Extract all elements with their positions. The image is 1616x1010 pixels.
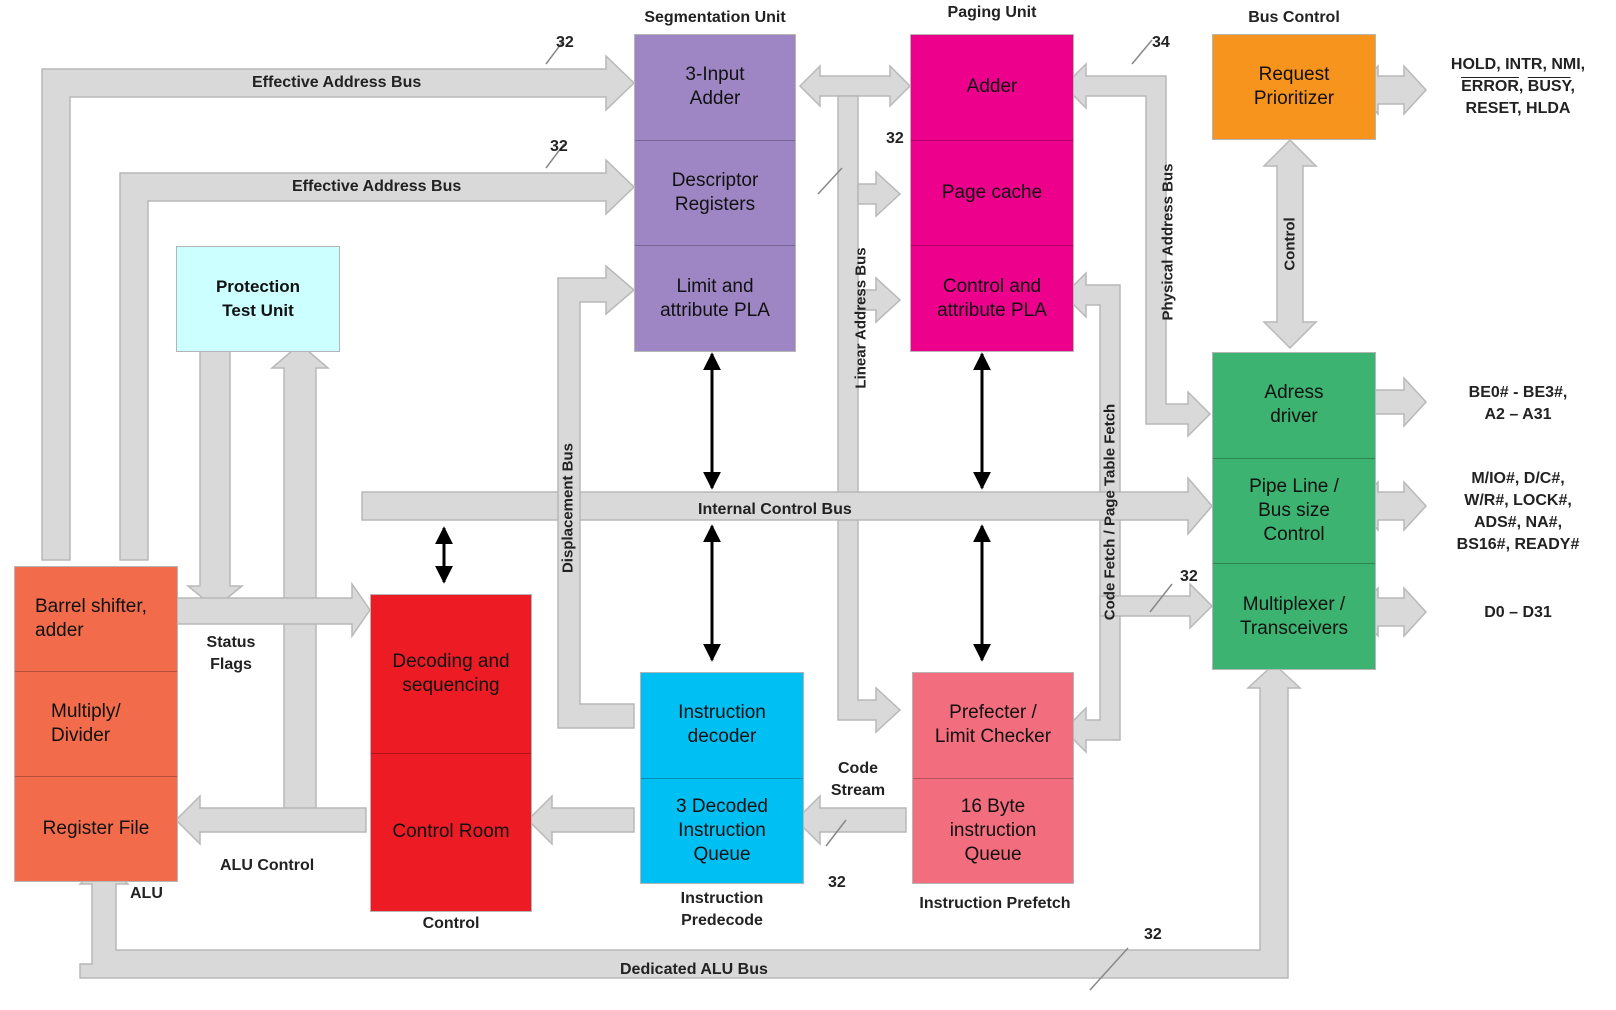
page-cache: Page cache <box>911 139 1073 246</box>
multiplexer-transceivers: Multiplexer / Transceivers <box>1213 563 1375 669</box>
segmentation-unit: 3-Input Adder Descriptor Registers Limit… <box>634 34 796 352</box>
control-signals-line3: RESET, HLDA <box>1465 100 1571 117</box>
pipeline-bus-size-control: Pipe Line / Bus size Control <box>1213 457 1375 564</box>
displacement-bus-label: Displacement Bus <box>559 442 577 574</box>
effective-address-bus-2 <box>119 158 636 561</box>
decoding-sequencing: Decoding and sequencing <box>392 650 510 696</box>
alu-title: ALU <box>130 885 163 902</box>
code-fetch-bus-label: Code Fetch / Page Table Fetch <box>1101 403 1119 621</box>
multiply-divider: Multiply/ Divider <box>15 671 177 776</box>
bus-width-label: 32 <box>828 874 846 891</box>
paging-unit: Adder Page cache Control and attribute P… <box>910 34 1074 352</box>
linear-address-bus <box>837 95 902 734</box>
address-signals: BE0# - BE3#, A2 – A31 <box>1468 384 1568 423</box>
paging-adder: Adder <box>966 76 1018 98</box>
bus-control-title: Bus Control <box>1248 9 1340 26</box>
alu-control-bus <box>269 343 331 827</box>
effective-address-bus-1 <box>41 54 636 561</box>
control-signals-separator: , <box>1518 78 1528 95</box>
instruction-predecode-unit: Instruction decoder 3 Decoded Instructio… <box>640 672 804 884</box>
status-flags-label: Status Flags <box>206 634 256 673</box>
bus-width-label: 32 <box>556 34 574 51</box>
segmentation-unit-title: Segmentation Unit <box>644 9 786 26</box>
bus-control-unit: Request Prioritizer <box>1212 34 1376 140</box>
address-driver: Adress driver <box>1264 382 1324 428</box>
bus-interface-unit: Adress driver Pipe Line / Bus size Contr… <box>1212 352 1376 670</box>
paging-unit-title: Paging Unit <box>947 4 1037 21</box>
decoded-instruction-queue: 3 Decoded Instruction Queue <box>641 777 803 884</box>
instruction-prefetch-unit: Prefecter / Limit Checker 16 Byte instru… <box>912 672 1074 884</box>
control-signals: HOLD, INTR, NMI, ERROR, BUSY, RESET, HLD… <box>1432 54 1604 120</box>
code-stream-label: Code Stream <box>830 760 886 799</box>
limit-attribute-pla: Limit and attribute PLA <box>635 245 795 351</box>
control-signals-line1: HOLD, INTR, NMI, <box>1450 56 1586 73</box>
request-prioritizer: Request Prioritizer <box>1253 64 1335 109</box>
displacement-bus <box>557 264 636 729</box>
instruction-predecode-title: Instruction Predecode <box>680 890 764 929</box>
linear-to-control-pla <box>857 276 902 324</box>
protection-to-alu <box>185 343 245 609</box>
physical-address-bus-label: Physical Address Bus <box>1159 163 1177 321</box>
bus-cycle-signals: M/IO#, D/C#, W/R#, LOCK#, ADS#, NA#, BS1… <box>1456 470 1580 553</box>
internal-control-bus-label: Internal Control Bus <box>698 501 852 518</box>
code-fetch-to-mux <box>1099 582 1214 630</box>
control-signals-busy: BUSY <box>1527 78 1571 95</box>
control-unit: Decoding and sequencing Control Room <box>370 594 532 912</box>
byte-instruction-queue: 16 Byte instruction Queue <box>913 777 1073 884</box>
control-signals-comma: , <box>1570 78 1575 95</box>
protection-test-unit-label: Protection Test Unit <box>215 277 301 320</box>
control-attribute-pla: Control and attribute PLA <box>911 245 1073 351</box>
prefetcher-limit-checker: Prefecter / Limit Checker <box>934 702 1052 748</box>
bus-width-label: 32 <box>886 130 904 147</box>
bus-width-label: 32 <box>1180 568 1198 585</box>
descriptor-registers: Descriptor Registers <box>635 139 795 246</box>
effective-address-bus-label-2: Effective Address Bus <box>292 178 462 195</box>
control-title: Control <box>422 915 480 932</box>
bus-width-label: 34 <box>1152 34 1170 51</box>
linear-to-page-cache <box>857 170 902 218</box>
protection-test-unit: Protection Test Unit <box>176 246 340 352</box>
control-room: Control Room <box>371 752 531 912</box>
instruction-decoder: Instruction decoder <box>678 702 766 748</box>
dedicated-alu-bus-label: Dedicated ALU Bus <box>620 961 768 978</box>
queue-to-control-room <box>526 794 635 846</box>
linear-address-bus-label: Linear Address Bus <box>852 247 870 389</box>
control-bus-label: Control <box>1281 217 1299 271</box>
control-bus <box>1262 138 1318 350</box>
instruction-prefetch-title: Instruction Prefetch <box>919 895 1071 912</box>
register-file: Register File <box>15 776 177 881</box>
code-stream-bus <box>794 794 907 846</box>
barrel-shifter-adder: Barrel shifter, adder <box>35 596 147 641</box>
status-flags-bus <box>175 581 371 639</box>
data-signals: D0 – D31 <box>1484 604 1552 621</box>
physical-address-bus <box>1062 62 1212 438</box>
three-input-adder: 3-Input Adder <box>685 64 745 110</box>
alu-unit: Barrel shifter, adder Multiply/ Divider … <box>14 566 178 882</box>
control-signals-error: ERROR <box>1461 78 1519 95</box>
effective-address-bus-label-1: Effective Address Bus <box>252 74 422 91</box>
control-room-to-register-file <box>174 794 367 846</box>
bus-width-label: 32 <box>550 138 568 155</box>
alu-control-label: ALU Control <box>220 857 315 874</box>
bus-width-label: 32 <box>1144 926 1162 943</box>
